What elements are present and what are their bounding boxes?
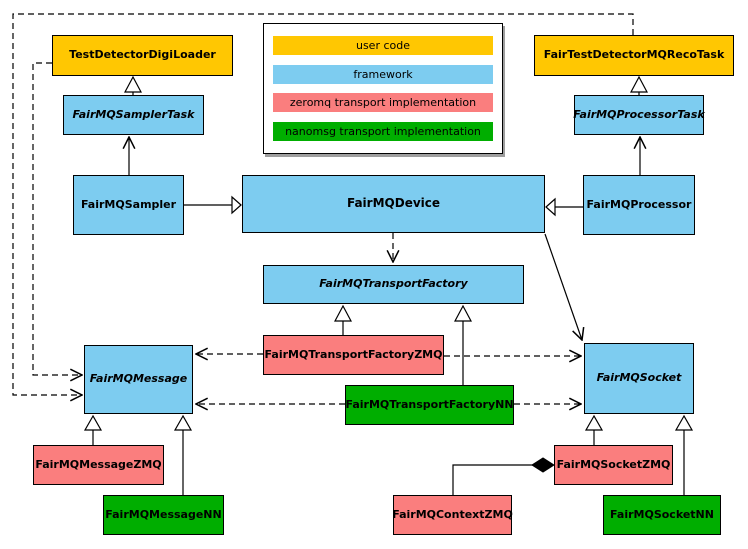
node-fairmqcontextzmq: FairMQContextZMQ	[392, 495, 513, 535]
node-fairmqsamplertask: FairMQSamplerTask	[63, 95, 204, 135]
legend: user code framework zeromq transport imp…	[263, 23, 503, 154]
node-fairmqmessage: FairMQMessage	[84, 345, 193, 414]
triangle-head-transportfactory-zmq	[334, 304, 352, 322]
node-fairmqsampler: FairMQSampler	[73, 175, 184, 235]
node-fairtestdetectormqrecotask: FairTestDetectorMQRecoTask	[534, 35, 734, 76]
node-fairmqsocket: FairMQSocket	[584, 343, 694, 414]
legend-item-framework: framework	[273, 64, 493, 84]
node-fairmqtransportfactory: FairMQTransportFactory	[263, 265, 524, 304]
legend-item-zeromq: zeromq transport implementation	[273, 93, 493, 113]
node-fairmqmessagenn: FairMQMessageNN	[103, 495, 224, 535]
node-fairmqprocessortask: FairMQProcessorTask	[573, 95, 705, 135]
node-fairmqmessagezmq: FairMQMessageZMQ	[33, 445, 164, 485]
edge-device-to-socket	[544, 233, 582, 340]
diamond-head-socketzmq	[531, 457, 555, 473]
node-testdetectordigiloader: TestDetectorDigiLoader	[52, 35, 233, 76]
node-fairmqsocketnn: FairMQSocketNN	[603, 495, 721, 535]
triangle-head-digiloader	[124, 75, 142, 93]
node-fairmqtransportfactorynn: FairMQTransportFactoryNN	[345, 385, 514, 425]
triangle-head-recotask	[630, 75, 648, 93]
legend-item-user-code: user code	[273, 35, 493, 55]
solid-vee-arrows	[129, 137, 640, 340]
node-fairmqsocketzmq: FairMQSocketZMQ	[554, 445, 673, 485]
triangle-head-socket-zmq	[584, 414, 604, 431]
triangle-head-transportfactory-nn	[454, 304, 472, 322]
triangle-head-device-right	[545, 197, 556, 217]
node-fairmqprocessor: FairMQProcessor	[583, 175, 695, 235]
triangle-head-socket-nn	[674, 414, 694, 431]
triangle-head-message-zmq	[83, 414, 103, 431]
node-fairmqdevice: FairMQDevice	[242, 175, 545, 233]
composition-relation	[452, 457, 555, 495]
triangle-head-message-nn	[173, 414, 193, 431]
node-fairmqtransportfactoryzmq: FairMQTransportFactoryZMQ	[263, 335, 444, 375]
edge-contextzmq-to-socketzmq	[452, 464, 533, 495]
triangle-head-device-left	[231, 195, 242, 215]
legend-item-nanomsg: nanomsg transport implementation	[273, 122, 493, 142]
